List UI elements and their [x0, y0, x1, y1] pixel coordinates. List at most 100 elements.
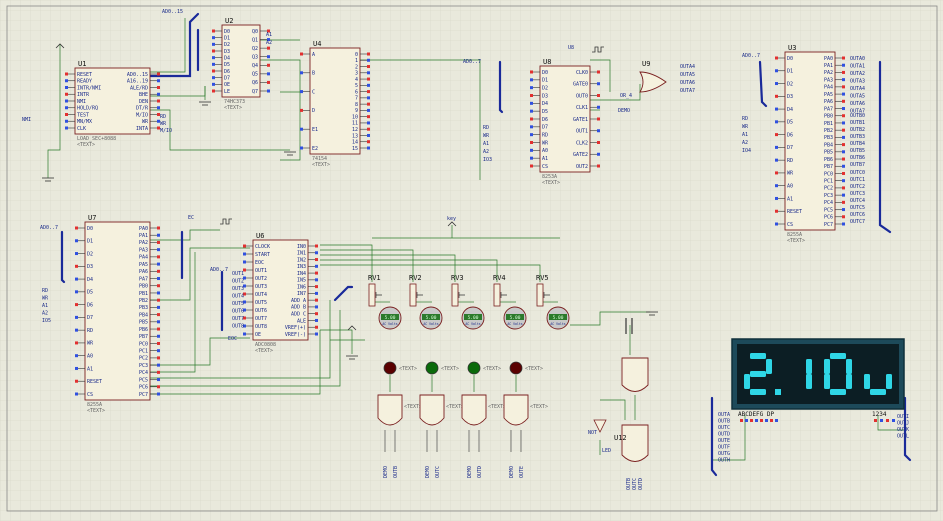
display-segment-pin-label: ABCDEFG DP [738, 411, 775, 418]
pin-state-marker [775, 56, 778, 60]
chip-u9-or-gate[interactable]: U9 [639, 60, 667, 93]
inverter-body [593, 419, 607, 433]
pin-label: D0 [224, 29, 230, 35]
chip-u7[interactable]: U78255A<TEXT>D0D1D2D3D4D5D6D7RDWRA0A1RES… [75, 214, 160, 414]
chip-ref-label: U12 [614, 434, 627, 442]
net-label-u8-clock: U8 [568, 45, 574, 51]
pin-label: PA3 [139, 247, 148, 253]
pin-label: DEN [139, 99, 148, 105]
and-gate-body [461, 394, 487, 426]
chip-u4[interactable]: U474154<TEXT>ABCDE1E20123456789101112131… [300, 40, 370, 168]
pin-label: PC5 [824, 207, 833, 213]
display-pin-marker [874, 419, 877, 422]
net-label-u12-input: OUTB [626, 478, 632, 490]
chip-ref-label: U7 [88, 214, 96, 222]
display-digit [824, 353, 852, 395]
pin-label: Q7 [252, 89, 258, 95]
chip-part-label: 8253A [542, 174, 557, 180]
pin-state-marker [597, 164, 600, 168]
net-label-u7-input: WR [42, 296, 49, 302]
pin-label: ADD B [291, 305, 306, 311]
pin-label: D7 [224, 75, 230, 81]
pin-label: PB4 [824, 142, 833, 148]
pin-label: PA0 [824, 56, 833, 62]
potentiometer-rv3[interactable]: RV3 [451, 274, 465, 307]
wiper-icon [375, 292, 382, 298]
net-label-u6-output: OUT3 [232, 286, 244, 292]
pin-label: A1 [87, 366, 93, 372]
gate-input-label: OUTB [393, 466, 399, 478]
pin-label: PB0 [139, 284, 148, 290]
chip-u3[interactable]: U38255A<TEXT>D0D1D2D3D4D5D6D7RDWRA0A1RES… [775, 44, 845, 244]
pin-state-marker [157, 327, 160, 331]
potentiometer-label: RV4 [493, 274, 506, 282]
voltmeter-screen [422, 314, 440, 320]
pin-label: D5 [224, 62, 230, 68]
pin-label: WR [87, 341, 94, 347]
voltmeter-unit: AC Volts [507, 322, 522, 326]
potentiometer-rv2[interactable]: RV2 [409, 274, 423, 307]
display-segment [824, 359, 830, 374]
chip-u6[interactable]: U6ADC0808<TEXT>CLOCKSTARTEOCOUT1OUT2OUT3… [243, 232, 318, 354]
pin-state-marker [842, 114, 845, 118]
pin-state-marker [212, 69, 215, 73]
pin-label: 13 [352, 133, 358, 139]
pin-state-marker [243, 292, 246, 296]
pin-label: 6 [355, 89, 358, 95]
display-segment [806, 359, 812, 374]
pin-label: 15 [352, 146, 358, 152]
pin-label: A0 [787, 183, 793, 189]
pin-state-marker [775, 94, 778, 98]
pin-label: RESET [77, 72, 92, 78]
chip-u2[interactable]: U274HC373<TEXT>D0D1D2D3D4D5D6D7OELEQ0Q1Q… [212, 17, 270, 111]
chip-u8[interactable]: U88253A<TEXT>D0D1D2D3D4D5D6D7RDWRA0A1CSC… [530, 58, 600, 186]
pin-label: WR [142, 119, 149, 125]
net-label-u3-port-c: OUTC3 [850, 191, 865, 197]
pin-label: D7 [787, 145, 793, 151]
pin-label: PC6 [139, 385, 148, 391]
pin-state-marker [300, 71, 303, 75]
pin-label: OUT8 [255, 324, 267, 330]
net-labels-layer: AD0..15AD0..7AD0..7AD0..7AD0..7NMIA1A2RD… [22, 9, 909, 464]
pin-label: OUT3 [255, 284, 267, 290]
gate-input-label: DEMO [425, 466, 431, 478]
pin-state-marker [267, 55, 270, 59]
pin-label: OUT6 [255, 308, 267, 314]
pin-state-marker [315, 312, 318, 316]
chip-u1[interactable]: U1LOAD_SEC+8088<TEXT>RESETREADYINTR/NMII… [65, 60, 160, 148]
pin-state-marker [212, 89, 215, 93]
potentiometer-rv5[interactable]: RV5 [536, 274, 550, 307]
pin-label: CS [787, 222, 793, 228]
potentiometer-rv4[interactable]: RV4 [493, 274, 507, 307]
pin-label: D2 [224, 42, 230, 48]
pin-state-marker [212, 42, 215, 46]
led-text-tag: <TEXT> [399, 366, 417, 372]
pin-state-marker [315, 271, 318, 275]
potentiometer-body [536, 283, 544, 307]
net-label-u3-port-a: OUTA0 [850, 56, 865, 62]
pin-state-marker [775, 171, 778, 175]
display-segment [870, 389, 886, 395]
potentiometer-rv1[interactable]: RV1 [368, 274, 382, 307]
pin-label: READY [77, 79, 92, 85]
pin-label: PB1 [824, 121, 833, 127]
pin-state-marker [75, 290, 78, 294]
chip-text-tag: <TEXT> [255, 348, 273, 354]
pin-state-marker [367, 52, 370, 56]
pin-state-marker [530, 141, 533, 144]
pin-state-marker [597, 117, 600, 121]
pin-state-marker [75, 379, 78, 383]
pin-label: RESET [787, 209, 802, 215]
power-arrow-icon [55, 43, 65, 49]
pin-label: VREF(-) [285, 332, 306, 338]
and-gate-body [377, 394, 403, 426]
pin-label: OUT4 [255, 292, 267, 298]
